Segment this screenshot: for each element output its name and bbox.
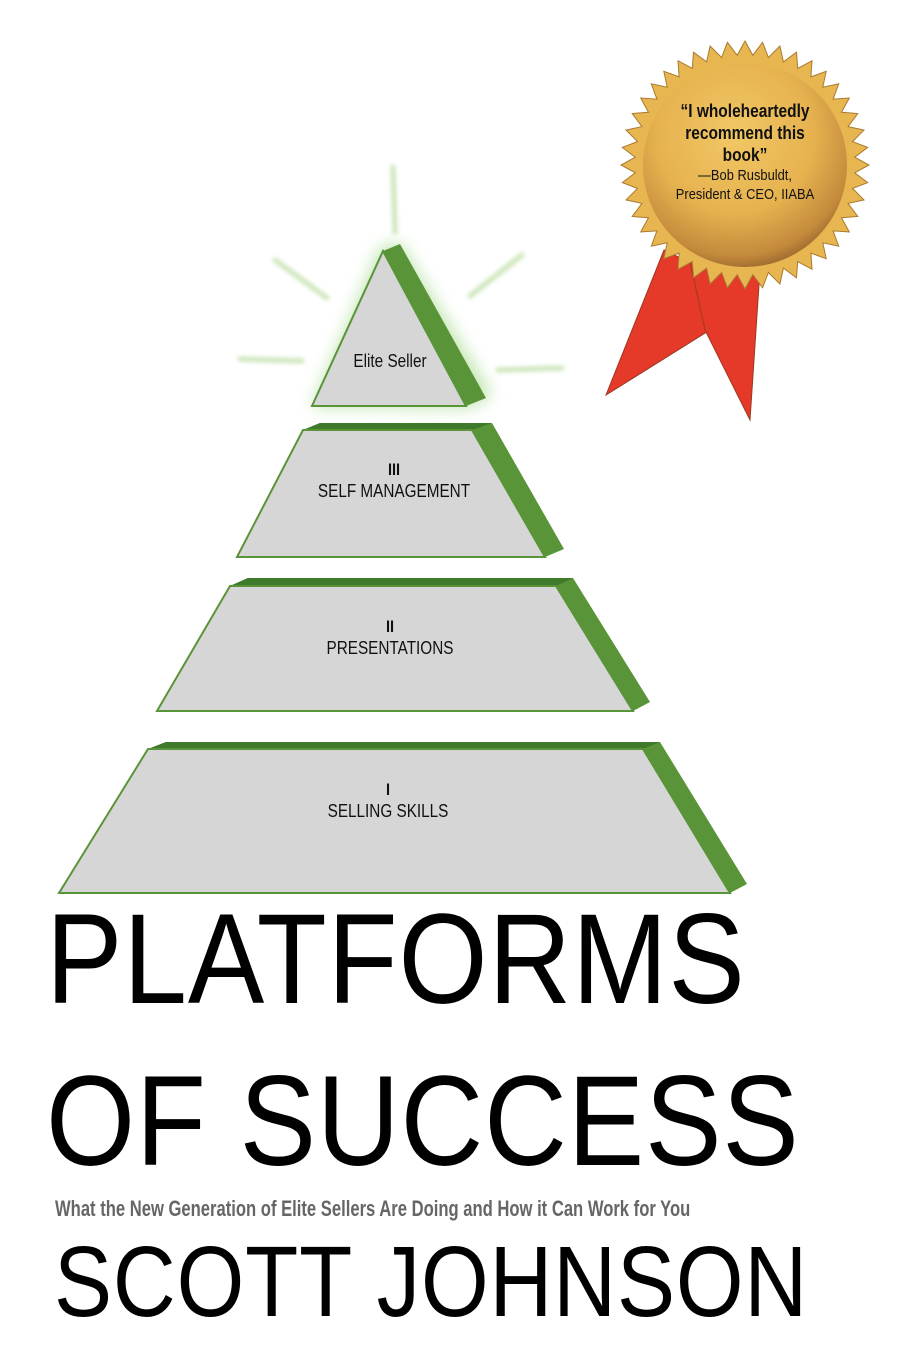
book-subtitle: What the New Generation of Elite Sellers…	[55, 1196, 691, 1221]
award-seal	[619, 39, 871, 291]
seal-attribution-line-1: —Bob Rusbuldt,	[698, 167, 792, 184]
tier-2-label: II PRESENTATIONS	[290, 617, 490, 659]
pyramid-apex	[310, 244, 486, 407]
pyramid-tier-1	[57, 742, 747, 894]
tier-1-label: I SELLING SKILLS	[288, 780, 488, 822]
pyramid-tier-3	[235, 423, 564, 558]
seal-quote-line-3: book”	[722, 145, 768, 165]
glow-rays	[237, 164, 565, 373]
tier-3-number: III	[387, 460, 401, 479]
author-name: SCOTT JOHNSON	[54, 1226, 809, 1338]
seal-text: “I wholeheartedly recommend this book” —…	[640, 100, 850, 204]
tier-3-label: III SELF MANAGEMENT	[294, 460, 494, 502]
seal-quote-line-1: “I wholeheartedly	[680, 101, 810, 121]
apex-label-text: Elite Seller	[353, 351, 427, 371]
apex-label: Elite Seller	[320, 350, 460, 372]
seal-attribution-line-2: President & CEO, IIABA	[675, 186, 815, 203]
pyramid-tier-2	[155, 578, 650, 712]
seal-quote-line-2: recommend this	[685, 123, 805, 143]
book-title-line-1: PLATFORMS	[46, 888, 746, 1031]
book-title-line-2: OF SUCCESS	[46, 1050, 800, 1193]
tier-2-number: II	[385, 617, 395, 636]
tier-2-name: PRESENTATIONS	[326, 638, 454, 658]
tier-1-name: SELLING SKILLS	[327, 801, 449, 821]
tier-1-number: I	[385, 780, 391, 799]
cover-artwork	[57, 39, 871, 894]
seal-ribbon	[604, 249, 761, 422]
tier-3-name: SELF MANAGEMENT	[317, 481, 471, 501]
